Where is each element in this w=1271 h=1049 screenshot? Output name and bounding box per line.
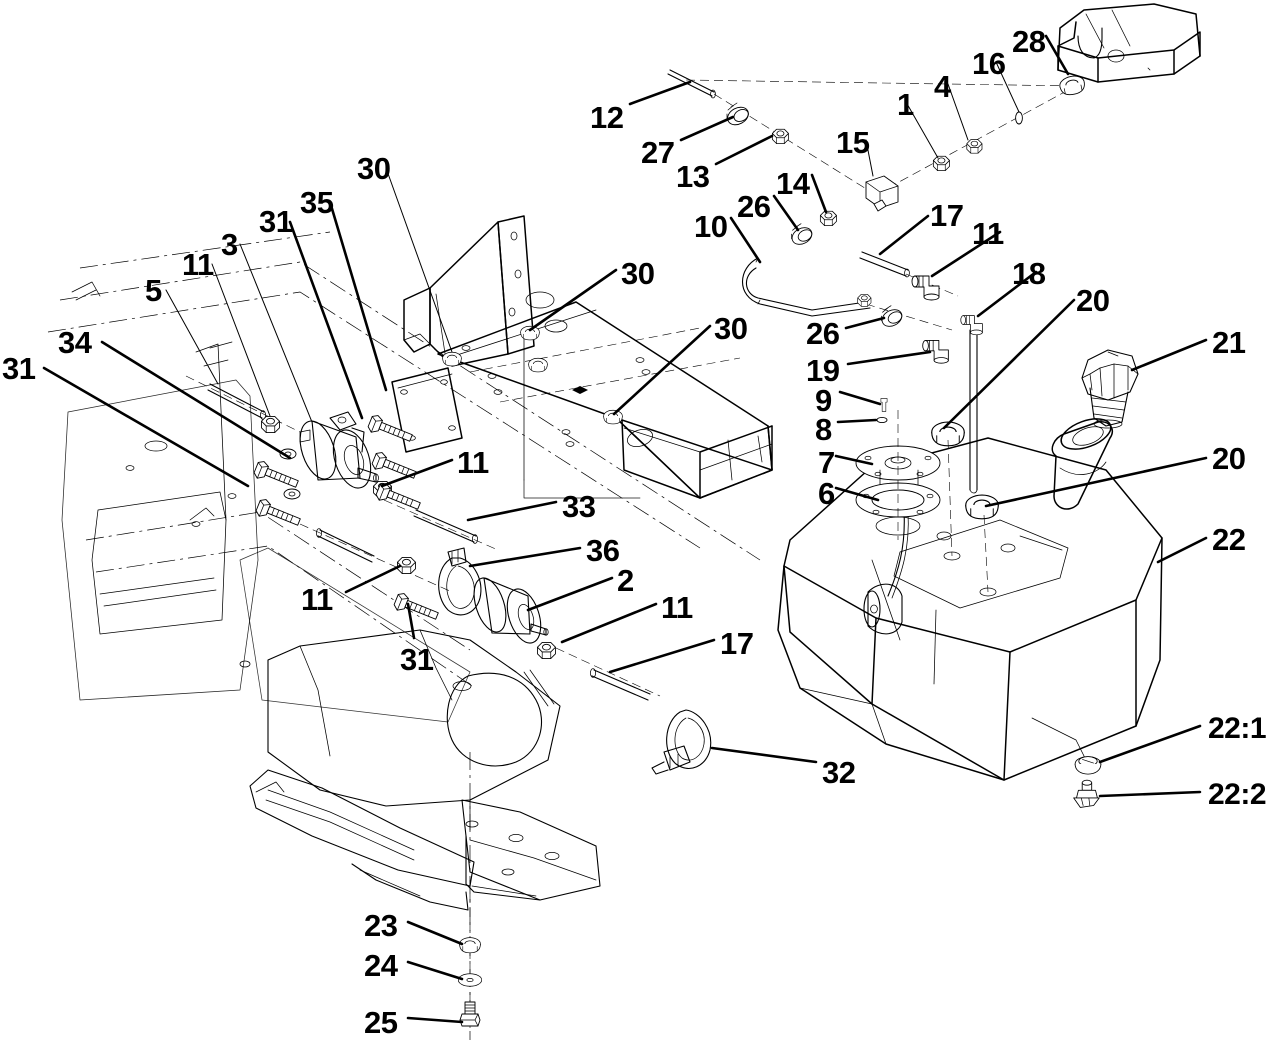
callout-number-5: 5	[145, 273, 162, 308]
callout-number-12: 12	[590, 100, 624, 135]
callout-number-30: 30	[714, 311, 748, 346]
elbow-11-upper	[911, 275, 940, 301]
callout-number-18: 18	[1012, 256, 1046, 291]
cable-tie	[651, 709, 712, 775]
callout-number-8: 8	[815, 412, 832, 447]
callout-number-20: 20	[1212, 441, 1246, 476]
callout-number-15: 15	[836, 125, 870, 160]
bolt-35	[366, 413, 415, 448]
tray-grommet-d	[603, 409, 623, 425]
filter-mounting-clamp	[438, 547, 482, 616]
bolt-31-a	[254, 497, 303, 532]
callout-number-31: 31	[259, 204, 293, 239]
callout-number-11: 11	[457, 445, 489, 480]
callout-number-25: 25	[364, 1005, 398, 1040]
callout-number-28: 28	[1012, 24, 1046, 59]
callout-number-26: 26	[806, 316, 840, 351]
tray-grommet-b	[520, 325, 540, 341]
sender-screw	[880, 398, 888, 412]
callout-number-17: 17	[720, 626, 754, 661]
callout-number-3: 3	[221, 227, 238, 262]
callout-number-17: 17	[930, 198, 964, 233]
fuel-pump	[299, 411, 379, 489]
fuel-filter	[473, 577, 549, 644]
leader-lines	[42, 34, 1208, 1024]
callout-number-33: 33	[562, 489, 596, 524]
tray-grommet-c	[528, 357, 548, 373]
tank-grommet-lower	[965, 494, 999, 520]
fuel-cap	[1081, 349, 1139, 429]
tank-fitting-22-2	[1073, 779, 1100, 808]
callout-number-36: 36	[586, 533, 620, 568]
callout-number-11: 11	[972, 216, 1004, 251]
callout-number-2: 2	[617, 563, 634, 598]
callout-number-4: 4	[934, 69, 951, 104]
clamp-27	[724, 102, 752, 129]
tray-grommet-a	[442, 351, 462, 367]
callout-number-24: 24	[364, 948, 398, 983]
clamp-26-upper	[788, 223, 816, 249]
bolt-25	[459, 1001, 481, 1027]
bolt-31-e	[392, 591, 441, 626]
washer-34	[279, 448, 297, 460]
bolt-31-b	[252, 459, 301, 494]
callout-number-26: 26	[737, 189, 771, 224]
callout-number-21: 21	[1212, 325, 1246, 360]
callout-number-31: 31	[2, 351, 36, 386]
callout-number-7: 7	[818, 445, 835, 480]
fitting-1	[932, 155, 950, 172]
elbow-18-top	[960, 315, 983, 336]
callout-number-11: 11	[182, 247, 214, 282]
callout-number-23: 23	[364, 908, 398, 943]
callout-number-16: 16	[972, 46, 1006, 81]
callout-number-32: 32	[822, 755, 856, 790]
callout-number-19: 19	[806, 353, 840, 388]
callout-number-13: 13	[676, 159, 710, 194]
callout-number-30: 30	[357, 151, 391, 186]
callout-number-9: 9	[815, 383, 832, 418]
fitting-14	[819, 210, 837, 227]
sender-washer-small	[876, 416, 888, 424]
callout-number-27: 27	[641, 135, 675, 170]
callout-number-34: 34	[58, 325, 92, 360]
fitting-26b	[857, 294, 872, 307]
callout-number-6: 6	[818, 476, 835, 511]
callout-number-31: 31	[400, 642, 434, 677]
bolt-31-c	[370, 450, 419, 485]
tractor-frame-phantom	[47, 231, 761, 1040]
callout-number-30: 30	[621, 256, 655, 291]
callout-number-22-1: 22:1	[1208, 712, 1267, 745]
fitting-4	[966, 139, 983, 154]
nut-11-filter	[537, 641, 556, 659]
engine-shroud	[1057, 3, 1201, 83]
callout-number-35: 35	[300, 185, 334, 220]
callout-number-10: 10	[694, 209, 728, 244]
tee-fitting	[865, 175, 899, 212]
callout-number-11: 11	[301, 582, 333, 617]
callout-number-1: 1	[897, 87, 914, 122]
tube-end-16	[1015, 111, 1023, 125]
tank-fitting-22-1	[1074, 756, 1102, 775]
callout-number-22-2: 22:2	[1208, 778, 1267, 811]
grommet-23	[459, 937, 481, 954]
callout-number-22: 22	[1212, 522, 1246, 557]
fitting-13	[771, 128, 789, 145]
callout-number-20: 20	[1076, 283, 1110, 318]
callout-number-11: 11	[661, 590, 693, 625]
nut-11-left	[261, 415, 280, 433]
washer-34b	[283, 488, 301, 500]
callout-number-14: 14	[776, 166, 810, 201]
